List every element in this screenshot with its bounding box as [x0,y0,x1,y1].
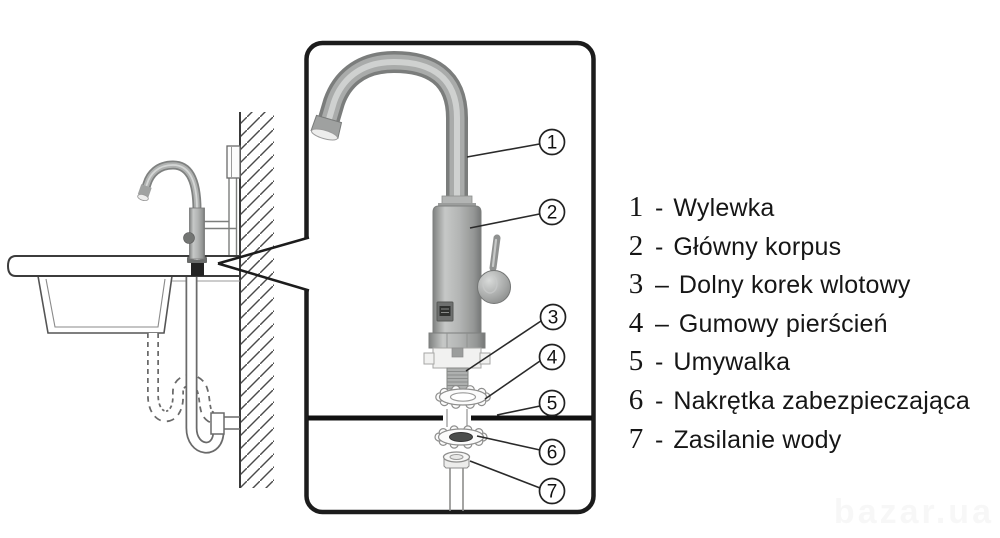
drain-trap [147,333,218,425]
rubber-ring [435,385,491,409]
small-faucet [137,160,207,276]
callout-circle-7: 7 [538,477,566,505]
legend-item-label: Gumowy pierścień [678,309,888,338]
legend-item-separator: - [655,386,664,415]
legend-item-number: 1 [628,191,644,223]
callout-circle-1: 1 [538,128,566,156]
legend-item-label: Dolny korek wlotowy [678,271,911,300]
callout-circle-5: 5 [538,389,566,417]
sink-sketch [6,112,274,488]
legend-item: 6 - Nakrętka zabezpieczająca [623,381,1000,420]
legend-item-separator: - [655,232,664,261]
legend-item-label: Nakrętka zabezpieczająca [673,386,970,415]
legend-item-separator: - [655,194,664,222]
threaded-stub [446,367,469,390]
wall-outlet-flange [210,412,225,435]
callout-circle-4: 4 [538,343,566,371]
leader-line-1 [466,143,540,158]
wall-pipe-bracket [204,145,241,256]
leader-line-7 [469,460,541,489]
display-window [436,301,454,322]
callout-circle-3: 3 [539,303,567,331]
callout-number-6: 6 [547,443,558,464]
sink-deck-line [308,409,592,427]
legend-item-number: 6 [628,383,644,416]
sink-counter [6,255,241,277]
legend-item-separator: – [655,309,669,338]
callout-number-1: 1 [547,133,558,154]
callout-wedge [217,236,310,292]
legend-item: 7 - Zasilanie wody [623,420,1000,459]
leader-line-5 [496,405,541,416]
legend-item-number: 7 [628,422,644,455]
legend-item: 2 - Główny korpus [623,227,1000,266]
leader-line-2 [469,213,540,229]
legend: 1 - Wylewka 2 - Główny korpus 3 – Dolny … [623,188,1000,458]
water-supply-pipe [442,451,471,511]
counter-mount-block [191,263,204,276]
callout-number-2: 2 [547,203,558,224]
water-supply-line [185,276,240,454]
small-faucet-handle [183,232,195,244]
legend-item: 1 - Wylewka [623,188,1000,227]
watermark: bazar.ua [833,493,994,531]
callout-number-3: 3 [548,308,559,329]
sink-basin [37,275,240,334]
legend-item: 3 – Dolny korek wlotowy [623,265,1000,304]
legend-item-label: Wylewka [673,194,775,222]
legend-item-label: Zasilanie wody [673,425,842,454]
legend-item: 4 – Gumowy pierścień [623,304,1000,343]
leader-line-6 [476,435,541,451]
callout-circles: 1 2 3 4 5 6 7 [538,128,567,505]
leader-lines [465,143,542,489]
legend-item-number: 2 [628,229,644,262]
faucet-handle [477,234,511,304]
legend-item-separator: - [655,425,664,454]
legend-item: 5 - Umywalka [623,342,1000,381]
legend-item-number: 5 [628,345,644,378]
legend-item-number: 4 [628,306,644,339]
callout-number-4: 4 [547,348,558,369]
securing-nut [434,425,488,449]
detail-panel: 1 2 3 4 5 6 7 [217,40,596,515]
legend-item-separator: - [655,348,664,377]
callout-number-7: 7 [547,482,558,503]
faucet-spout [310,50,468,207]
wall-hatching [239,112,274,488]
callout-circle-2: 2 [538,198,566,226]
legend-item-label: Umywalka [673,348,791,377]
legend-item-label: Główny korpus [673,232,842,261]
callout-circle-6: 6 [538,438,566,466]
leader-line-4 [484,360,541,400]
legend-item-number: 3 [628,268,644,301]
callout-number-5: 5 [547,394,558,415]
legend-item-separator: – [655,271,669,300]
faucet-body [428,195,511,349]
leader-line-3 [465,320,542,372]
inlet-plug [423,347,491,390]
